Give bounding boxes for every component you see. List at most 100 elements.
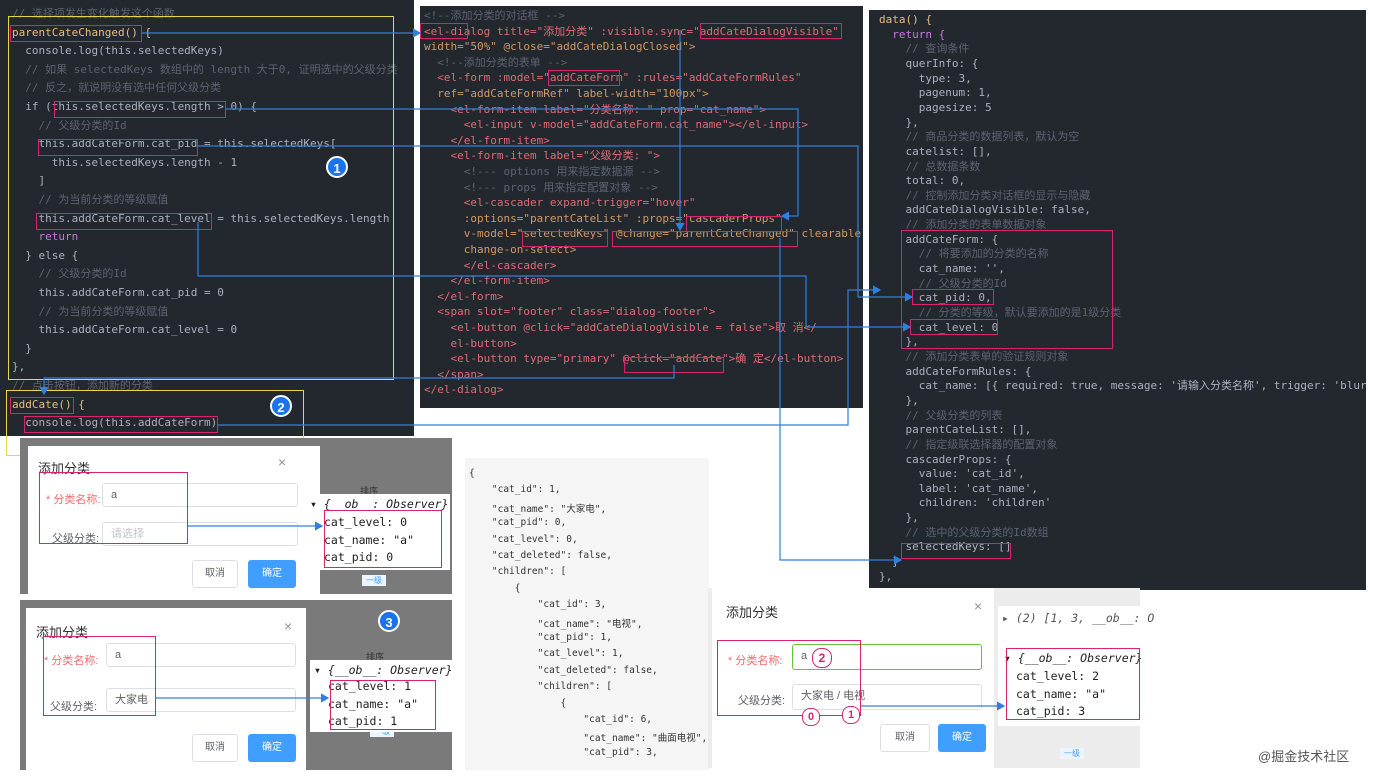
code-line: // 为当前分类的等级赋值 xyxy=(12,304,169,318)
code-line: // 如果 selectedKeys 数组中的 length 大于0, 证明选中… xyxy=(12,62,398,76)
json-line: { xyxy=(469,697,567,709)
code-line: ref="addCateFormRef" label-width="100px"… xyxy=(424,87,709,100)
close-icon[interactable]: × xyxy=(278,454,287,470)
code-line: }, xyxy=(879,569,893,583)
code-line: return xyxy=(12,230,79,244)
code-line: <!--添加分类的表单 --> xyxy=(424,55,568,69)
selected-keys-array: ▸ (2) [1, 3, __ob__: O xyxy=(1002,611,1155,625)
code-line: width="50%" @close="addCateDialogClosed"… xyxy=(424,40,696,54)
json-line: "children": [ xyxy=(469,566,567,578)
code-line: // 反之，就说明没有选中任何父级分类 xyxy=(12,81,222,95)
category-name-input[interactable]: a xyxy=(102,483,298,507)
level-tag: 一级 xyxy=(362,575,386,586)
table-header-sort: 排序 xyxy=(366,652,385,662)
json-line: "cat_id": 1, xyxy=(469,484,561,496)
code-line: <el-dialog title="添加分类" :visible.sync="a… xyxy=(424,24,839,38)
code-panel-data: data() { return { // 查询条件 querInfo: { ty… xyxy=(869,10,1366,590)
code-line: total: 0, xyxy=(879,174,966,188)
code-line: </el-form-item> xyxy=(424,133,550,147)
code-line: <el-input v-model="addCateForm.cat_name"… xyxy=(424,118,809,132)
close-icon[interactable]: × xyxy=(284,618,293,634)
code-line: addCate() { xyxy=(12,397,85,411)
code-line: <!--添加分类的对话框 --> xyxy=(424,9,565,22)
code-line: // 父级分类的Id xyxy=(12,118,127,132)
mark-selectedKeys-vmodel xyxy=(522,231,608,247)
cancel-button[interactable]: 取消 xyxy=(192,734,238,762)
json-line: "cat_name": "曲面电视", xyxy=(469,733,708,745)
observer-property: cat_pid: 0 xyxy=(324,550,394,564)
mark-observer-1 xyxy=(324,510,442,568)
mark-observer-2 xyxy=(330,680,436,730)
json-line: "cat_pid": 3, xyxy=(469,746,658,758)
code-line: // 指定级联选择器的配置对象 xyxy=(879,437,1058,451)
mark-change-handler xyxy=(612,231,798,247)
json-line: "children": [ xyxy=(469,681,612,693)
code-line: <el-form-item label="分类名称: " prop="cat_n… xyxy=(424,102,767,116)
mark-parentCateChanged xyxy=(10,25,142,42)
mark-selectedKeys-length xyxy=(54,101,226,118)
observer-header: ▾ {__ob__: Observer} xyxy=(310,497,449,511)
code-line: pagesize: 5 xyxy=(879,100,992,114)
code-line: ] xyxy=(12,174,46,188)
mark-dialog2-form xyxy=(43,636,156,716)
code-line: console.log(this.selectedKeys) xyxy=(12,44,224,58)
observer-header: ▾ {__ob__: Observer} xyxy=(314,663,453,677)
step-badge-3: 3 xyxy=(378,610,400,632)
code-line: }, xyxy=(879,511,919,525)
console-observer-3: ▸ (2) [1, 3, __ob__: O ▾ {__ob__: Observ… xyxy=(998,606,1154,726)
observer-property: cat_name: "a" xyxy=(1016,686,1107,701)
code-line: }, xyxy=(12,360,26,374)
code-line: querInfo: { xyxy=(879,56,979,70)
mark-cascaderProps xyxy=(686,216,782,232)
code-line: console.log(this.addCateForm) xyxy=(12,416,218,430)
code-panel-template: <!--添加分类的对话框 --> <el-dialog title="添加分类" … xyxy=(420,6,863,408)
mark-addCateForm-model xyxy=(548,70,620,86)
code-line: cat_pid: 0, xyxy=(879,291,992,305)
cancel-button[interactable]: 取消 xyxy=(192,560,238,588)
mark-selectedKeys-array xyxy=(901,543,1011,559)
level-tag: 一级 xyxy=(1060,748,1084,759)
code-line: // 总数据条数 xyxy=(879,159,981,173)
observer-property: cat_level: 1 xyxy=(328,679,412,693)
category-name-input[interactable]: a xyxy=(106,643,296,667)
confirm-button[interactable]: 确定 xyxy=(248,560,296,588)
code-line: pagenum: 1, xyxy=(879,86,992,100)
code-line: <!--- props 用来指定配置对象 --> xyxy=(424,180,658,194)
mark-level-0: 0 xyxy=(802,708,820,726)
json-line: { xyxy=(469,468,475,479)
code-line: // 添加分类表单的验证规则对象 xyxy=(879,349,1069,363)
confirm-button[interactable]: 确定 xyxy=(248,734,296,762)
json-line: "cat_id": 6, xyxy=(469,714,653,725)
code-line: children: 'children' xyxy=(879,496,1052,510)
code-line: // 父级分类的Id xyxy=(879,276,1007,290)
mark-name-2: 2 xyxy=(812,648,832,668)
code-line: <el-form :model="addCateForm" :rules="ad… xyxy=(424,71,802,85)
parent-category-cascader[interactable]: 大家电 / 电视 xyxy=(792,684,982,710)
watermark: @掘金技术社区 xyxy=(1258,749,1350,764)
dialog-title: 添加分类 xyxy=(726,605,779,620)
cancel-button[interactable]: 取消 xyxy=(880,724,930,752)
json-line: "cat_name": "电视", xyxy=(469,618,643,630)
code-line: cat_name: '', xyxy=(879,262,1005,276)
mark-level-1: 1 xyxy=(842,706,860,724)
code-line: // 选中的父级分类的Id数组 xyxy=(879,525,1049,539)
table-header-sort: 排序 xyxy=(360,486,379,496)
close-icon[interactable]: × xyxy=(974,598,983,614)
json-line: "cat_deleted": false, xyxy=(469,664,658,676)
json-line: "cat_pid": 0, xyxy=(469,517,567,529)
add-category-dialog: 添加分类 × * 分类名称: a 父级分类: 大家电 取消 确定 xyxy=(26,608,306,770)
step-badge-2: 2 xyxy=(270,395,292,417)
code-line: <span slot="footer" class="dialog-footer… xyxy=(424,305,716,319)
code-line: addCateForm: { xyxy=(879,232,999,246)
observer-property: cat_pid: 1 xyxy=(328,714,398,728)
observer-header: ▾ {__ob__: Observer} xyxy=(1004,651,1143,665)
confirm-button[interactable]: 确定 xyxy=(938,724,986,752)
json-line: { xyxy=(469,582,521,594)
code-line: </el-form> xyxy=(424,289,504,303)
code-line: <el-button @click="addCateDialogVisible … xyxy=(424,321,817,334)
observer-property: cat_pid: 3 xyxy=(1016,704,1086,718)
parent-category-cascader[interactable]: 大家电 xyxy=(106,688,296,712)
category-json-response: { "cat_id": 1, "cat_name": "大家电", "cat_p… xyxy=(465,458,709,770)
step-badge-1: 1 xyxy=(326,156,348,178)
